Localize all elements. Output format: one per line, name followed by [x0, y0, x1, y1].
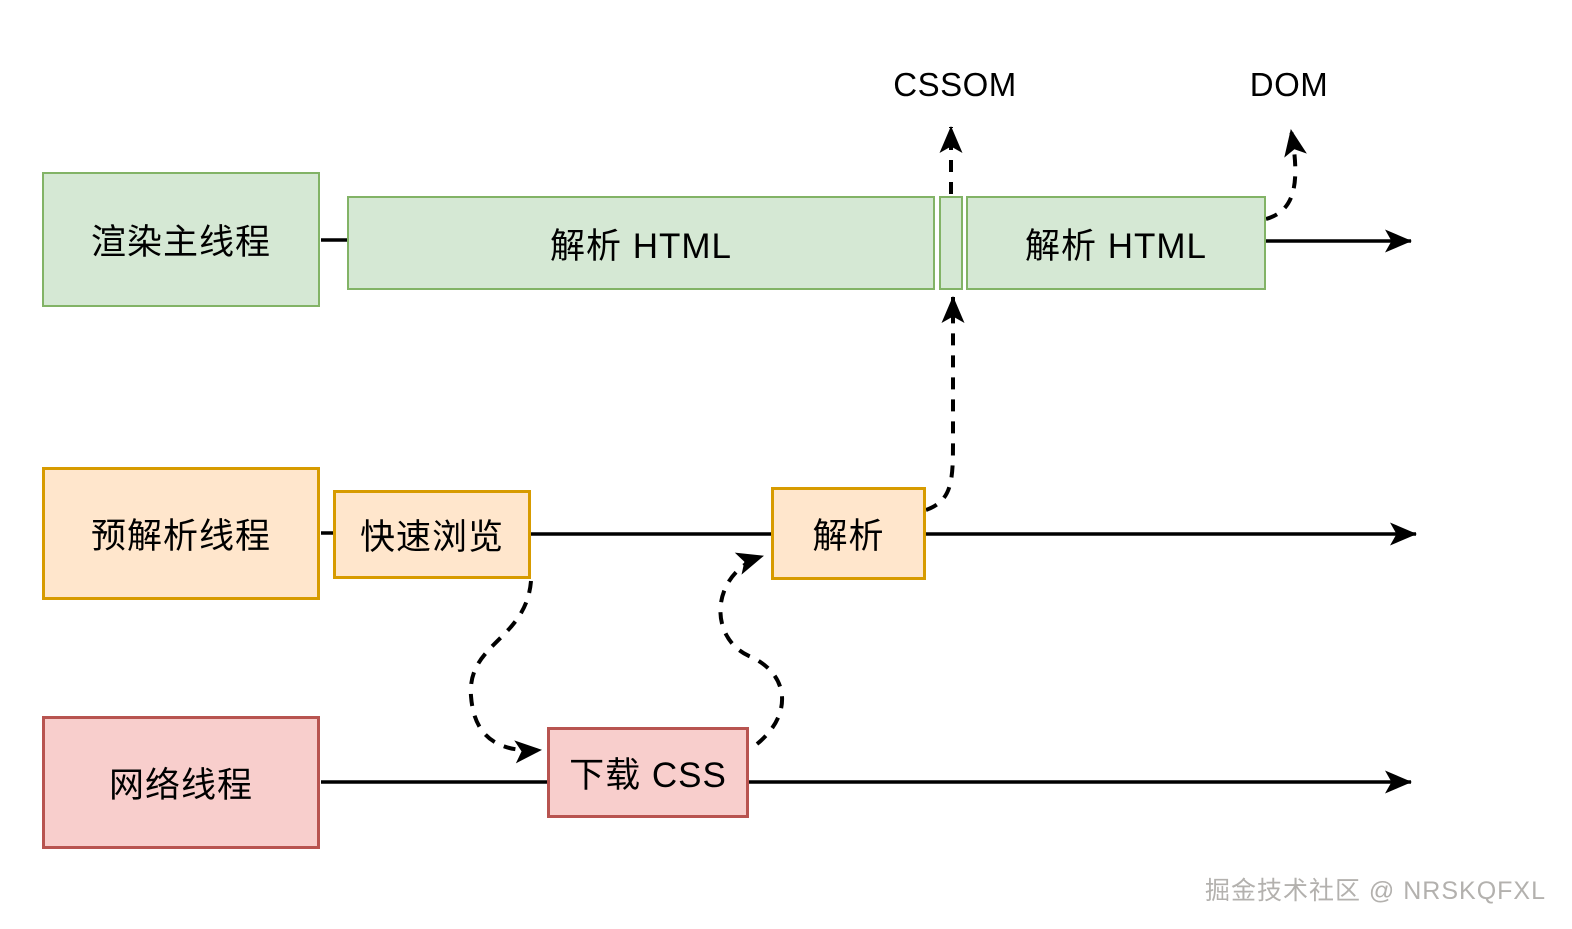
preparse-thread-label: 预解析线程: [90, 517, 271, 556]
parse-css-label: 解析: [812, 517, 885, 556]
parse-html-box-2: 解析 HTML: [966, 196, 1266, 290]
parse-to-render-dashed-arrow: [925, 296, 965, 512]
dom-label: DOM: [1249, 66, 1329, 103]
parse-html-label-1: 解析 HTML: [549, 226, 732, 266]
network-thread-label: 网络线程: [108, 766, 253, 805]
cssom-label: CSSOM: [893, 66, 1017, 103]
network-thread-box: 网络线程: [42, 716, 320, 849]
render-main-thread-box: 渲染主线程: [42, 172, 320, 307]
quick-scan-label: 快速浏览: [359, 518, 504, 557]
parse-html-label-2: 解析 HTML: [1024, 226, 1207, 266]
dom-output-dashed-arrow: [1265, 129, 1307, 221]
quick-scan-box: 快速浏览: [333, 490, 531, 579]
preparse-thread-box: 预解析线程: [42, 467, 320, 600]
parse-html-box-1: 解析 HTML: [347, 196, 935, 290]
download-css-box: 下载 CSS: [547, 727, 749, 818]
watermark-text: 掘金技术社区 @ NRSKQFXL: [1204, 877, 1546, 905]
parse-css-box: 解析: [771, 487, 926, 580]
download-to-parse-dashed-arrow: [718, 552, 784, 746]
quickscan-to-download-dashed-arrow: [468, 580, 542, 764]
render-main-thread-label: 渲染主线程: [90, 223, 271, 262]
download-css-label: 下载 CSS: [569, 756, 727, 795]
parse-html-pause-box: [939, 196, 963, 290]
